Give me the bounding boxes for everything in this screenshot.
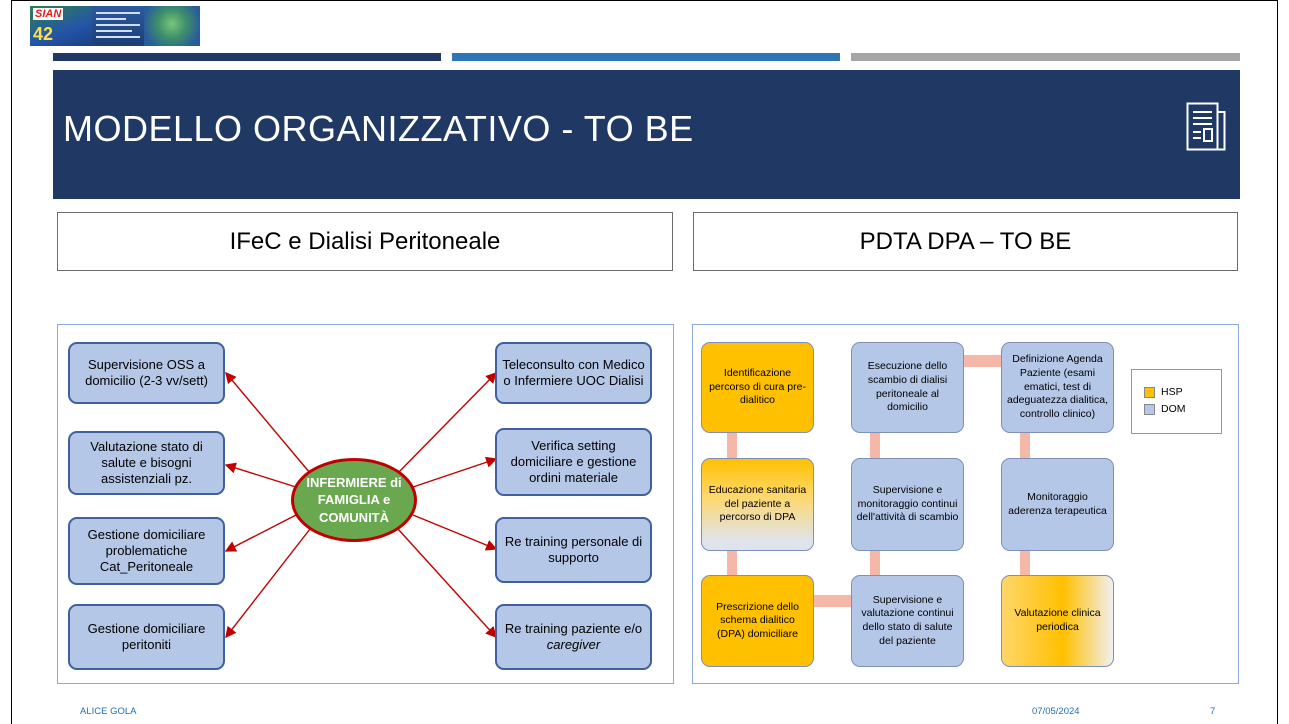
frame-left-border	[11, 0, 12, 724]
mindmap-center-infermiere: INFERMIERE di FAMIGLIA e COMUNITÀ	[291, 458, 417, 542]
footer-page-number: 7	[1210, 706, 1216, 717]
legend-swatch-hsp	[1144, 386, 1155, 398]
mindmap-node-supervisione-oss: Supervisione OSS a domicilio (2-3 vv/set…	[68, 342, 225, 404]
connector-col1-2-3	[727, 550, 737, 575]
connector-col2-3-2	[870, 550, 880, 575]
left-subtitle: IFeC e Dialisi Peritoneale	[57, 212, 673, 271]
newspaper-icon	[1186, 102, 1226, 151]
mindmap-node-gestione-peritoniti: Gestione domiciliare peritoniti	[68, 604, 225, 670]
legend-item-hsp: HSP	[1144, 386, 1183, 398]
header-stripe-gray	[851, 53, 1240, 61]
legend-swatch-dom	[1144, 403, 1155, 415]
logo-text-block	[92, 6, 144, 46]
mindmap-arrows	[224, 371, 498, 639]
right-subtitle: PDTA DPA – TO BE	[693, 212, 1238, 271]
pdta-step-esecuzione-scambio: Esecuzione dello scambio di dialisi peri…	[851, 342, 964, 433]
retraining-paziente-text: Re training paziente e/o	[504, 620, 643, 636]
pdta-step-monitoraggio-aderenza: Monitoraggio aderenza terapeutica	[1001, 458, 1114, 551]
connector-col3-1-2	[1020, 432, 1030, 458]
frame-top-border	[11, 0, 1278, 1]
slide-title: MODELLO ORGANIZZATIVO - TO BE	[63, 108, 694, 149]
legend-label-hsp: HSP	[1161, 386, 1183, 398]
header-stripe-navy	[53, 53, 441, 61]
logo-brand: SIAN	[33, 8, 64, 20]
conference-logo: SIAN 42	[30, 6, 200, 46]
sian-logo: SIAN 42	[30, 6, 92, 46]
header-stripe-blue	[452, 53, 840, 61]
pdta-step-valutazione-clinica: Valutazione clinica periodica	[1001, 575, 1114, 667]
footer-date: 07/05/2024	[1032, 706, 1080, 717]
mindmap-node-verifica-setting: Verifica setting domiciliare e gestione …	[495, 428, 652, 496]
pdta-step-identificazione-percorso: Identificazione percorso di cura pre-dia…	[701, 342, 814, 433]
mindmap-node-retraining-personale: Re training personale di supporto	[495, 517, 652, 583]
logo-number: 42	[33, 24, 54, 44]
retraining-paziente-caregiver: caregiver	[546, 637, 601, 652]
pdta-step-supervisione-monitoraggio: Supervisione e monitoraggio continui del…	[851, 458, 964, 551]
pdta-step-prescrizione-schema: Prescrizione dello schema dialitico (DPA…	[701, 575, 814, 667]
connector-col2-col3-top	[963, 355, 1001, 367]
mindmap-node-teleconsulto: Teleconsulto con Medico o Infermiere UOC…	[495, 342, 652, 404]
footer-author: ALICE GOLA	[80, 706, 137, 717]
mindmap-node-gestione-cat-peritoneale: Gestione domiciliare problematiche Cat_P…	[68, 517, 225, 585]
connector-col1-1-2	[727, 432, 737, 458]
frame-right-border	[1277, 0, 1278, 724]
legend-label-dom: DOM	[1161, 403, 1186, 415]
legend-item-dom: DOM	[1144, 403, 1186, 415]
title-band: MODELLO ORGANIZZATIVO - TO BE	[53, 70, 1240, 199]
mindmap-node-valutazione-salute: Valutazione stato di salute e bisogni as…	[68, 431, 225, 495]
pdta-legend: HSP DOM	[1131, 369, 1222, 434]
pdta-step-supervisione-valutazione: Supervisione e valutazione continui dell…	[851, 575, 964, 667]
logo-emblem	[144, 6, 200, 46]
connector-col2-2-1	[870, 432, 880, 458]
connector-col3-2-3	[1020, 550, 1030, 575]
pdta-step-definizione-agenda: Definizione Agenda Paziente (esami emati…	[1001, 342, 1114, 433]
mindmap-panel: Supervisione OSS a domicilio (2-3 vv/set…	[57, 324, 674, 684]
pdta-step-educazione-sanitaria: Educazione sanitaria del paziente a perc…	[701, 458, 814, 551]
pdta-panel: Identificazione percorso di cura pre-dia…	[692, 324, 1239, 684]
connector-col1-col2-bottom	[813, 595, 851, 607]
mindmap-node-retraining-paziente: Re training paziente e/o caregiver	[495, 604, 652, 670]
